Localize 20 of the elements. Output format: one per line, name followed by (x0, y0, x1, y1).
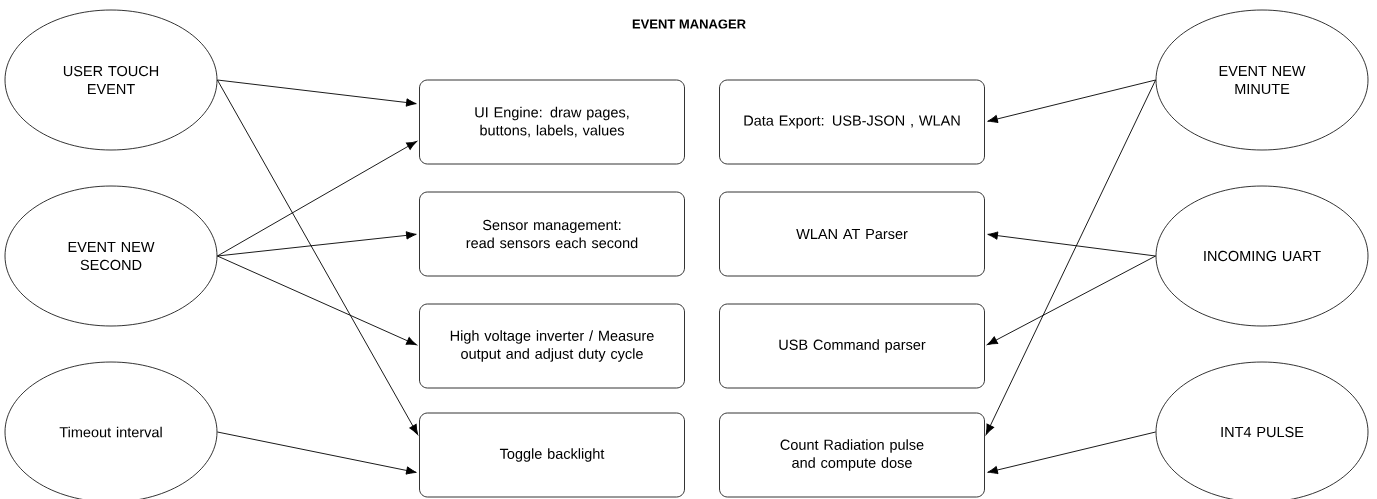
process-box: UI Engine: draw pages, buttons, labels, values (419, 79, 685, 165)
arrow (216, 79, 417, 107)
arrow (216, 231, 417, 257)
arrow (987, 231, 1157, 257)
process-box: Toggle backlight (419, 412, 685, 498)
process-box: High voltage inverter / Measure output and adjust duty cycle (419, 303, 685, 389)
arrow (216, 79, 419, 435)
arrow (987, 79, 1157, 124)
arrow (987, 431, 1157, 475)
process-box: USB Command parser (719, 303, 985, 389)
arrow (986, 255, 1157, 346)
process-box: Count Radiation pulse and compute dose (719, 412, 985, 498)
process-box: WLAN AT Parser (719, 191, 985, 277)
arrow (216, 141, 418, 257)
arrow (216, 431, 417, 475)
title: EVENT MANAGER (632, 19, 746, 29)
process-box: Sensor management: read sensors each second (419, 191, 685, 277)
process-box: Data Export: USB-JSON , WLAN (719, 79, 985, 165)
arrow (985, 79, 1157, 435)
arrow (216, 255, 417, 346)
